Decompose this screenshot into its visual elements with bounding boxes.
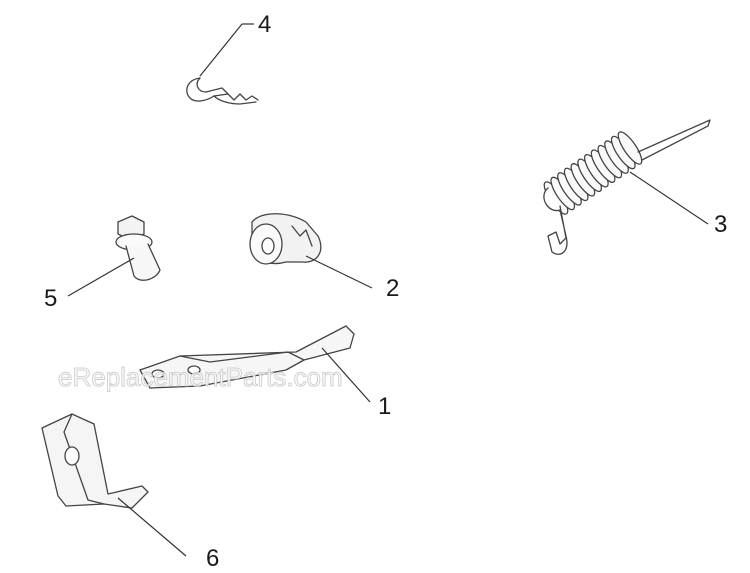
leader-line-4 [199, 23, 243, 77]
callout-1[interactable]: 1 [378, 393, 391, 420]
spring-coils [543, 131, 643, 215]
leader-line-6 [117, 497, 187, 557]
leader-line-1 [321, 347, 371, 403]
callout-4[interactable]: 4 [258, 11, 271, 38]
callout-2[interactable]: 2 [386, 275, 399, 302]
callout-6[interactable]: 6 [206, 545, 219, 572]
leader-line-3 [629, 171, 709, 225]
hairpin-clip-part[interactable] [186, 77, 259, 105]
bushing-part[interactable] [249, 213, 322, 265]
link-plate-part[interactable] [139, 325, 355, 389]
watermark: eReplacementParts.com [58, 362, 343, 392]
leader-line-2 [305, 255, 373, 289]
flange-bolt-part[interactable] [115, 215, 161, 281]
angle-bracket-part[interactable] [41, 413, 149, 509]
extension-spring-part[interactable] [540, 119, 711, 255]
callout-3[interactable]: 3 [714, 211, 727, 238]
spring-coil [617, 131, 643, 165]
callout-5[interactable]: 5 [44, 285, 57, 312]
leader-line-5 [67, 257, 135, 297]
